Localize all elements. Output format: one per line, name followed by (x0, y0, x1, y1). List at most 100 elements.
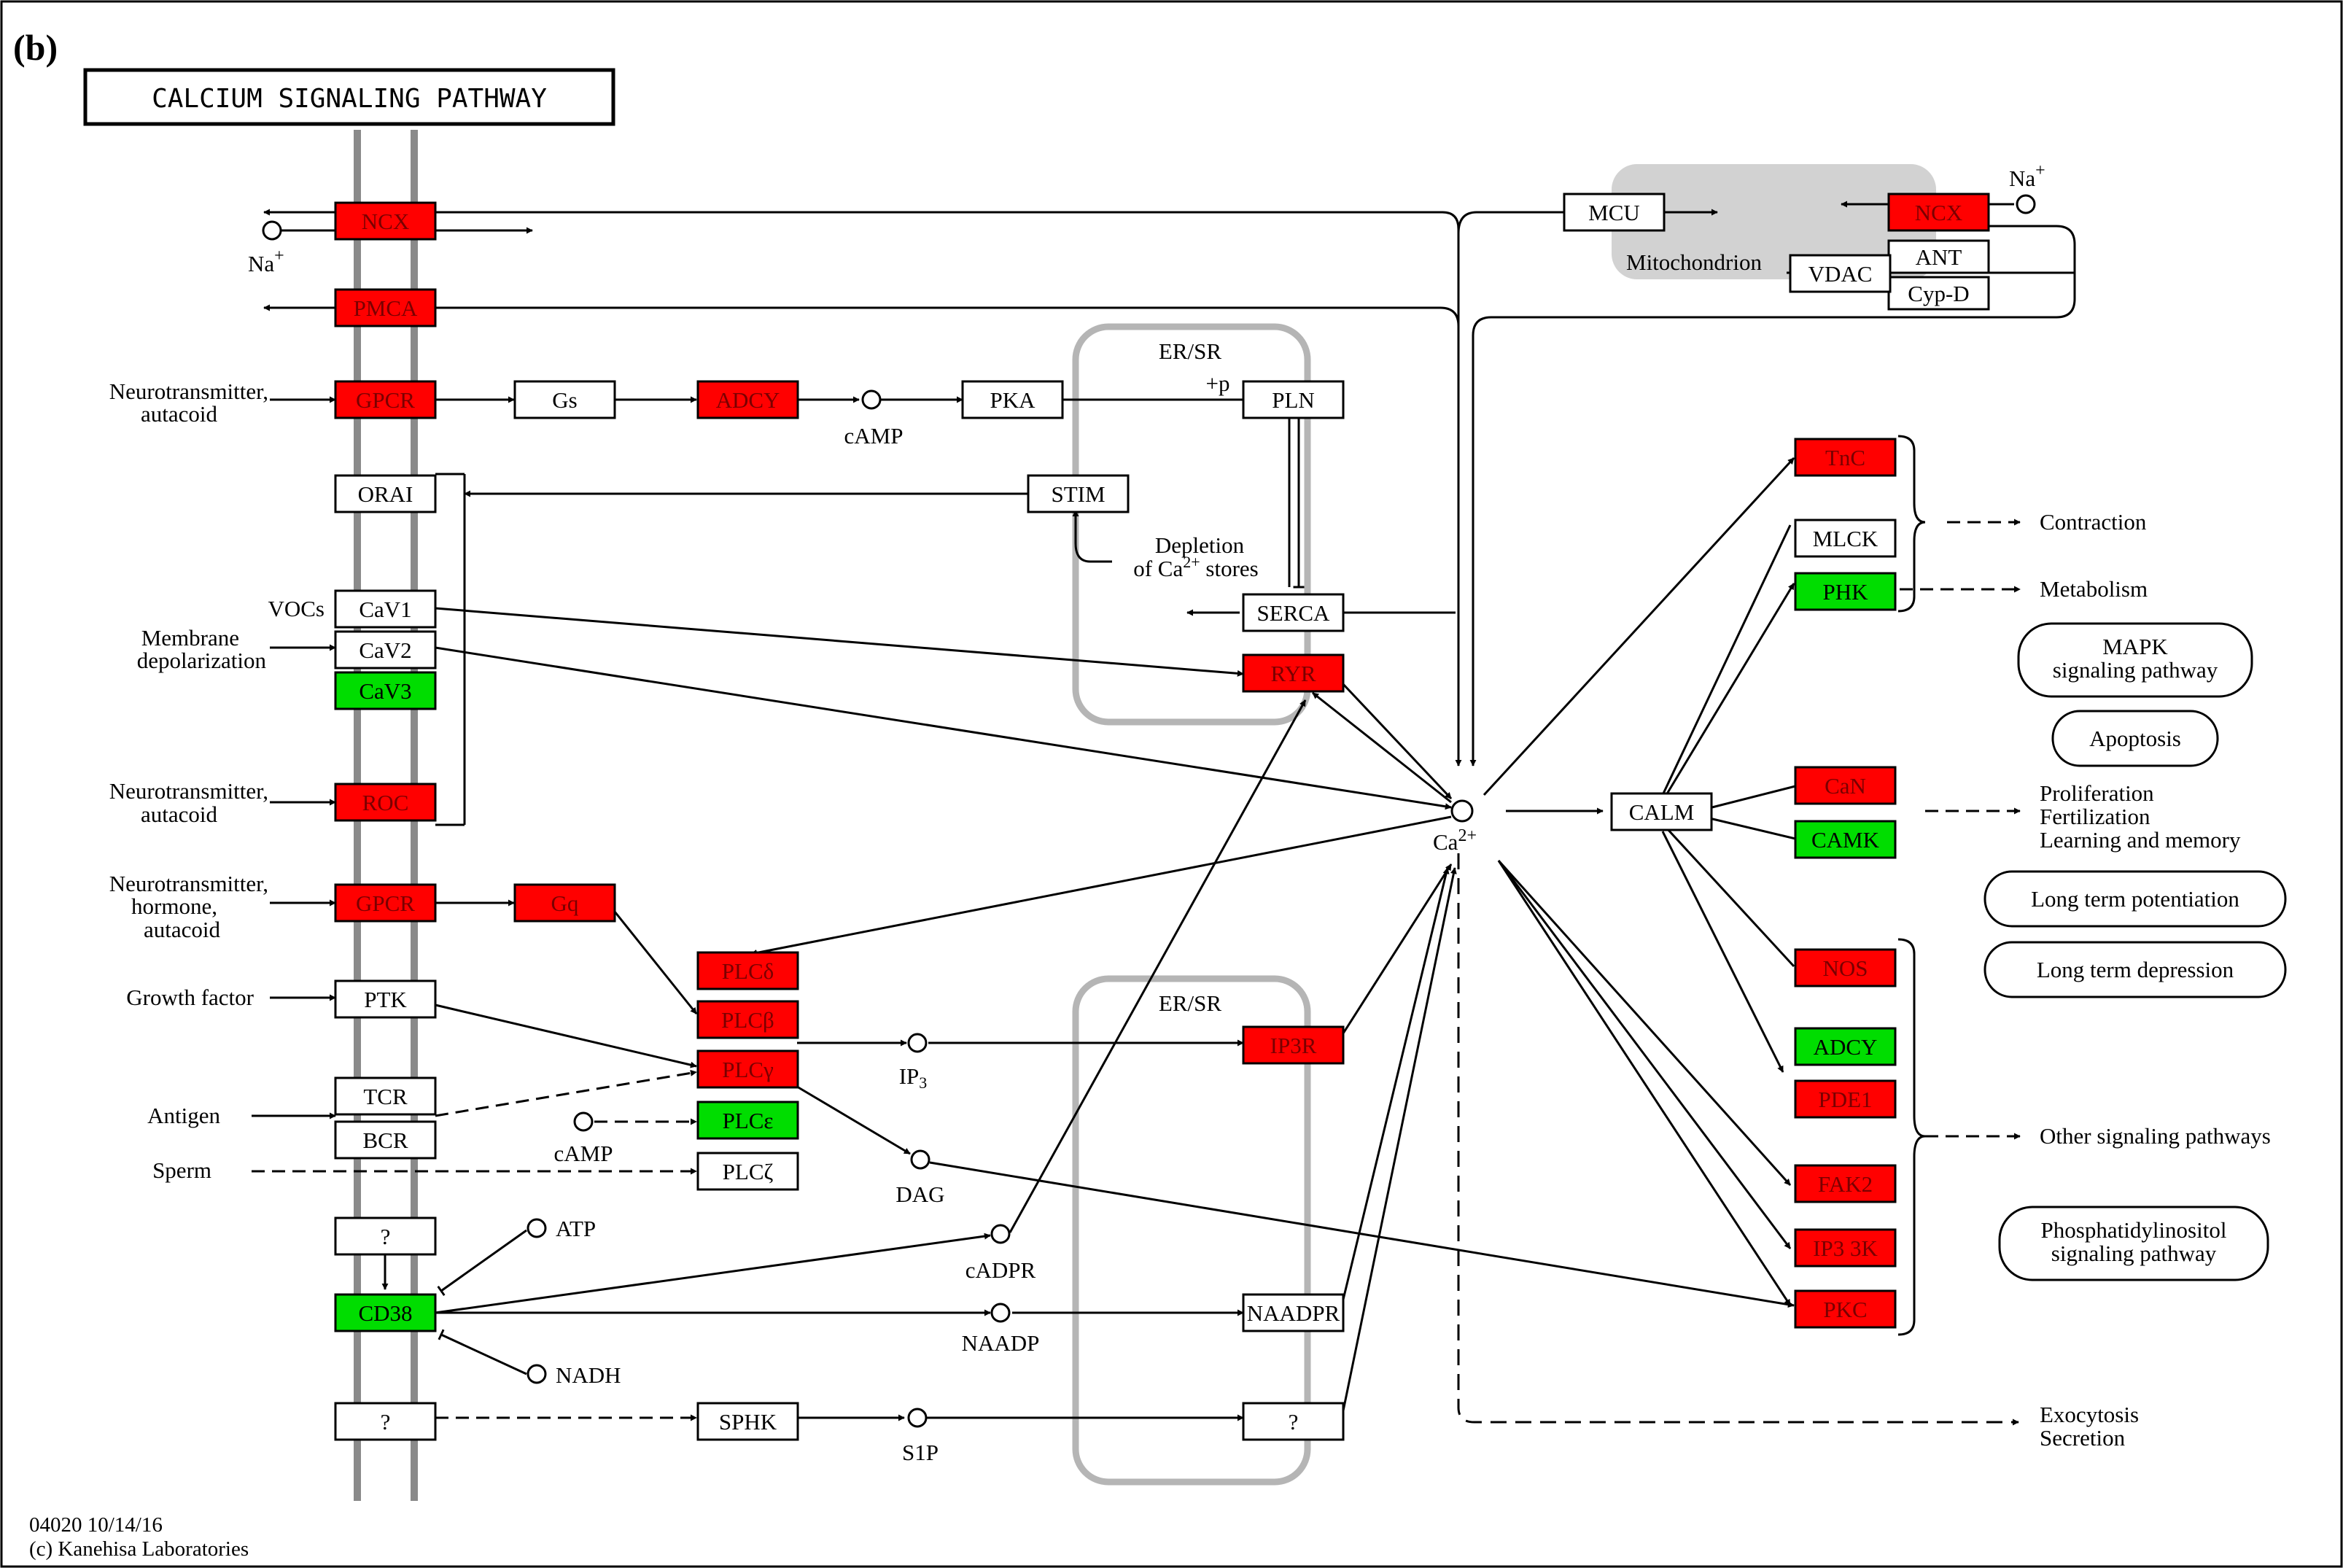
gene-node-box[interactable] (1242, 1402, 1345, 1441)
mapk-pathway-label-a[interactable]: MAPK (2102, 634, 2168, 659)
gene-node-box[interactable] (334, 671, 437, 710)
gene-node-box[interactable] (1794, 438, 1897, 477)
gene-node-ncx-left[interactable]: NCX (334, 201, 437, 241)
gene-node-adcy1[interactable]: ADCY (696, 380, 799, 419)
gene-node-box[interactable] (334, 1120, 437, 1160)
gene-node-ip3r[interactable]: IP3R (1242, 1025, 1345, 1065)
gene-node-nos[interactable]: NOS (1794, 948, 1897, 987)
gene-node-gpcr1[interactable]: GPCR (334, 380, 437, 419)
gene-node-box[interactable] (1242, 1025, 1345, 1065)
gene-node-box[interactable] (1794, 766, 1897, 805)
gene-node-adcy2[interactable]: ADCY (1794, 1027, 1897, 1066)
gene-node-box[interactable] (696, 1000, 799, 1039)
gene-node-box[interactable] (696, 1049, 799, 1089)
gene-node-mcu[interactable]: MCU (1563, 193, 1666, 232)
gene-node-box[interactable] (696, 1101, 799, 1140)
gene-node-box[interactable] (1027, 474, 1130, 513)
gene-node-box[interactable] (1887, 193, 1990, 232)
gene-node-box[interactable] (1794, 519, 1897, 558)
gene-node-box[interactable] (334, 474, 437, 513)
gene-node-calm[interactable]: CALM (1610, 792, 1713, 831)
gene-node-box[interactable] (1610, 792, 1713, 831)
gene-node-pln[interactable]: PLN (1242, 380, 1345, 419)
apoptosis-pathway-label[interactable]: Apoptosis (2089, 726, 2181, 751)
gene-node-cd38[interactable]: CD38 (334, 1293, 437, 1332)
gene-node-stim[interactable]: STIM (1027, 474, 1130, 513)
ltd-pathway-label[interactable]: Long term depression (2037, 957, 2234, 982)
gene-node-box[interactable] (334, 883, 437, 923)
gene-node-box[interactable] (1794, 948, 1897, 987)
gene-node-box[interactable] (334, 201, 437, 241)
gene-node-sphk[interactable]: SPHK (696, 1402, 799, 1441)
gene-node-phk[interactable]: PHK (1794, 572, 1897, 611)
gene-node-box[interactable] (696, 951, 799, 990)
gene-node-box[interactable] (961, 380, 1064, 419)
gene-node-box[interactable] (334, 1402, 437, 1441)
gene-node-cav3[interactable]: CaV3 (334, 671, 437, 710)
gene-node-pde1[interactable]: PDE1 (1794, 1079, 1897, 1119)
gene-node-box[interactable] (1794, 1289, 1897, 1329)
gene-node-gq[interactable]: Gq (513, 883, 616, 923)
gene-node-box[interactable] (696, 1402, 799, 1441)
gene-node-plcg[interactable]: PLCγ (696, 1049, 799, 1089)
gene-node-box[interactable] (1887, 239, 1990, 274)
gene-node-box[interactable] (1242, 593, 1345, 632)
gene-node-gpcr2[interactable]: GPCR (334, 883, 437, 923)
gene-node-box[interactable] (334, 1293, 437, 1332)
gene-node-plcb[interactable]: PLCβ (696, 1000, 799, 1039)
gene-node-box[interactable] (1794, 1079, 1897, 1119)
gene-node-box[interactable] (1789, 254, 1892, 293)
gene-node-pmca[interactable]: PMCA (334, 288, 437, 327)
gene-node-box[interactable] (334, 589, 437, 629)
gene-node-naadpr[interactable]: NAADPR (1242, 1293, 1345, 1332)
gene-node-tcr[interactable]: TCR (334, 1076, 437, 1116)
gene-node-box[interactable] (1794, 1228, 1897, 1268)
gene-node-plcz[interactable]: PLCζ (696, 1152, 799, 1191)
gene-node-box[interactable] (1563, 193, 1666, 232)
gene-node-box[interactable] (1887, 276, 1990, 311)
gene-node-orai[interactable]: ORAI (334, 474, 437, 513)
gene-node-box[interactable] (513, 883, 616, 923)
gene-node-unknown2[interactable]: ? (1242, 1402, 1345, 1441)
ltp-pathway-label[interactable]: Long term potentiation (2031, 886, 2239, 912)
gene-node-plce[interactable]: PLCε (696, 1101, 799, 1140)
gene-node-pkc[interactable]: PKC (1794, 1289, 1897, 1329)
gene-node-box[interactable] (1794, 1027, 1897, 1066)
gene-node-ip33k[interactable]: IP3 3K (1794, 1228, 1897, 1268)
gene-node-box[interactable] (696, 380, 799, 419)
gene-node-box[interactable] (1242, 380, 1345, 419)
gene-node-ncx-mito[interactable]: NCX (1887, 193, 1990, 232)
gene-node-can[interactable]: CaN (1794, 766, 1897, 805)
gene-node-cypd[interactable]: Cyp-D (1887, 276, 1990, 311)
pi-pathway-label-a[interactable]: Phosphatidylinositol (2041, 1217, 2227, 1243)
gene-node-roc[interactable]: ROC (334, 783, 437, 822)
gene-node-mlck[interactable]: MLCK (1794, 519, 1897, 558)
gene-node-vdac[interactable]: VDAC (1789, 254, 1892, 293)
gene-node-box[interactable] (334, 380, 437, 419)
gene-node-box[interactable] (334, 630, 437, 669)
gene-node-box[interactable] (334, 979, 437, 1019)
gene-node-box[interactable] (513, 380, 616, 419)
gene-node-fak2[interactable]: FAK2 (1794, 1164, 1897, 1203)
gene-node-gs[interactable]: Gs (513, 380, 616, 419)
gene-node-unknown3[interactable]: ? (334, 1402, 437, 1441)
gene-node-tnc[interactable]: TnC (1794, 438, 1897, 477)
gene-node-box[interactable] (1794, 572, 1897, 611)
gene-node-plcd[interactable]: PLCδ (696, 951, 799, 990)
gene-node-unknown1[interactable]: ? (334, 1216, 437, 1256)
gene-node-pka[interactable]: PKA (961, 380, 1064, 419)
gene-node-cav2[interactable]: CaV2 (334, 630, 437, 669)
mapk-pathway-label-b[interactable]: signaling pathway (2053, 657, 2218, 683)
gene-node-bcr[interactable]: BCR (334, 1120, 437, 1160)
gene-node-cav1[interactable]: CaV1 (334, 589, 437, 629)
gene-node-box[interactable] (1242, 653, 1345, 693)
gene-node-ant[interactable]: ANT (1887, 239, 1990, 274)
gene-node-box[interactable] (334, 1216, 437, 1256)
gene-node-serca[interactable]: SERCA (1242, 593, 1345, 632)
gene-node-ryr[interactable]: RYR (1242, 653, 1345, 693)
gene-node-box[interactable] (334, 288, 437, 327)
gene-node-box[interactable] (1242, 1293, 1345, 1332)
pi-pathway-label-b[interactable]: signaling pathway (2051, 1241, 2217, 1266)
gene-node-box[interactable] (696, 1152, 799, 1191)
gene-node-box[interactable] (1794, 820, 1897, 859)
